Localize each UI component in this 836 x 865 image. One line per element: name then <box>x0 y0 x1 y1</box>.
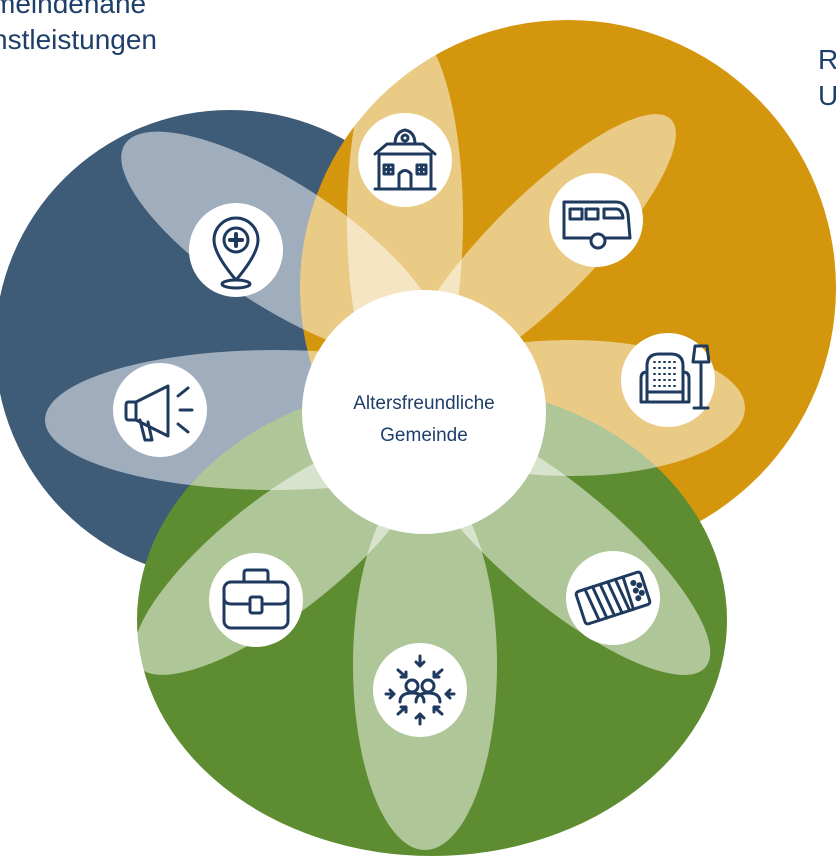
center-title-line-2: Gemeinde <box>380 425 468 446</box>
center-title-line-1: Altersfreundliche <box>353 393 495 414</box>
location-medical-icon <box>189 203 283 297</box>
armchair-lamp-icon <box>621 333 715 427</box>
top-right-label-line-1: R <box>818 44 836 75</box>
townhall-icon <box>358 113 452 207</box>
megaphone-icon <box>113 363 207 457</box>
top-left-label-line-2: nstleistungen <box>0 24 158 55</box>
top-right-label-line-2: U <box>818 80 836 111</box>
accordion-icon <box>566 551 660 645</box>
top-left-label-line-1: meindenahe <box>0 0 147 19</box>
bus-icon <box>549 173 643 267</box>
gathering-people-icon <box>373 643 467 737</box>
briefcase-icon <box>209 553 303 647</box>
top-left-label: meindenahe nstleistungen <box>0 0 157 58</box>
center-circle <box>302 290 546 534</box>
top-right-label: R U <box>818 42 836 114</box>
center-node: Altersfreundliche Gemeinde <box>302 290 546 534</box>
